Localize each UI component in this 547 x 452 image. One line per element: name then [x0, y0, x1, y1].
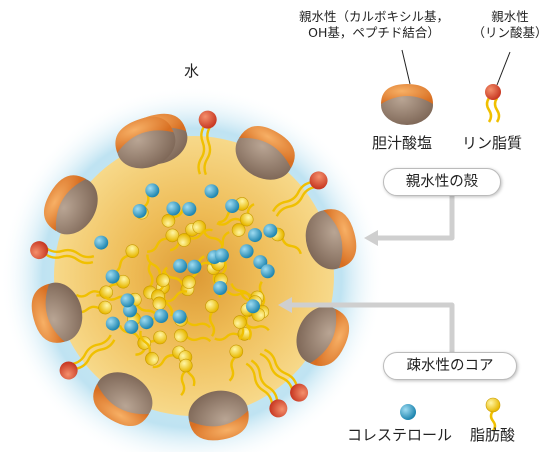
pointer-phospho [496, 51, 511, 86]
bile-salt [31, 282, 83, 343]
arrow-shell-head [364, 230, 378, 246]
cholesterol [154, 309, 169, 323]
fatty-acid [146, 254, 170, 288]
bile-salt [296, 306, 350, 366]
bile-salt [93, 372, 153, 426]
cholesterol [214, 248, 229, 263]
hydrophilic-shell-callout: 親水性の殻 [383, 168, 501, 196]
pointer-bile [401, 49, 411, 85]
bile-salt [115, 116, 176, 169]
bile-salt-label: 胆汁酸塩 [372, 134, 433, 152]
cholesterol-label: コレステロール [347, 426, 453, 444]
phospholipid [59, 334, 116, 380]
phospholipid [245, 359, 288, 418]
fatty-acid [205, 299, 219, 337]
fatty-acid [75, 285, 113, 300]
legend-bile-salt-icon [381, 84, 433, 125]
hydrophilic-shell-molecules [31, 113, 357, 441]
phospholipid [272, 171, 328, 217]
cholesterol [166, 201, 181, 216]
cholesterol [132, 204, 147, 218]
hydrophilic-bile-line1: 親水性（カルボキシル基， [298, 9, 449, 24]
cholesterol [182, 202, 197, 216]
cholesterol [124, 319, 139, 334]
hydrophilic-phosphate-line2: （リン酸基） [472, 25, 547, 40]
fatty-acid-label: 脂肪酸 [470, 426, 516, 444]
cholesterol [225, 199, 240, 213]
fatty-acid [192, 220, 224, 247]
phospholipid [30, 241, 95, 265]
bile-salt [305, 209, 357, 270]
cholesterol [105, 269, 120, 284]
legend-fatty-acid-icon [485, 397, 501, 432]
cholesterol [105, 316, 120, 331]
fatty-acid [177, 228, 213, 247]
fatty-acid [147, 228, 180, 253]
hydrophobic-core-callout: 疎水性のコア [383, 352, 517, 380]
arrow-core [292, 302, 455, 355]
bile-salt [235, 126, 295, 180]
legend-cholesterol-icon [400, 404, 416, 420]
fatty-acid [228, 344, 244, 382]
bile-salt [44, 175, 98, 235]
hydrophilic-bile-line2: OH基，ペプチド結合） [308, 25, 440, 40]
hydrophilic-phosphate-line1: 親水性 [491, 9, 529, 24]
cholesterol [173, 258, 188, 273]
cholesterol [213, 281, 228, 295]
cholesterol [120, 293, 135, 308]
core-molecules [74, 183, 302, 397]
cholesterol [246, 299, 260, 314]
cholesterol [248, 228, 262, 243]
cholesterol [204, 184, 219, 199]
arrow-core-head [278, 297, 292, 313]
cholesterol [145, 183, 160, 198]
phospholipid-tails [30, 110, 328, 418]
cholesterol [187, 259, 202, 274]
fatty-acid [152, 290, 188, 311]
bile-salt [188, 390, 249, 441]
cholesterol [263, 223, 278, 238]
arrow-shell [376, 182, 455, 241]
fatty-acid [174, 328, 212, 343]
cholesterol [239, 244, 254, 259]
cholesterol [260, 264, 275, 279]
fatty-acid [179, 358, 193, 397]
phospholipid [259, 348, 309, 402]
phospholipid-label: リン脂質 [462, 134, 523, 152]
hydrophilic-bile-label: 親水性（カルボキシル基， OH基，ペプチド結合） [286, 9, 462, 41]
cholesterol [172, 309, 187, 324]
fatty-acid [216, 212, 254, 227]
cholesterol [94, 235, 109, 250]
fatty-acid [139, 330, 159, 366]
phospholipid [197, 110, 217, 176]
legend-phospholipid-icon [485, 84, 501, 123]
hydrophilic-phosphate-label: 親水性 （リン酸基） [472, 9, 547, 41]
cholesterol [139, 315, 154, 330]
fatty-acid [233, 315, 270, 332]
water-label: 水 [184, 62, 200, 80]
